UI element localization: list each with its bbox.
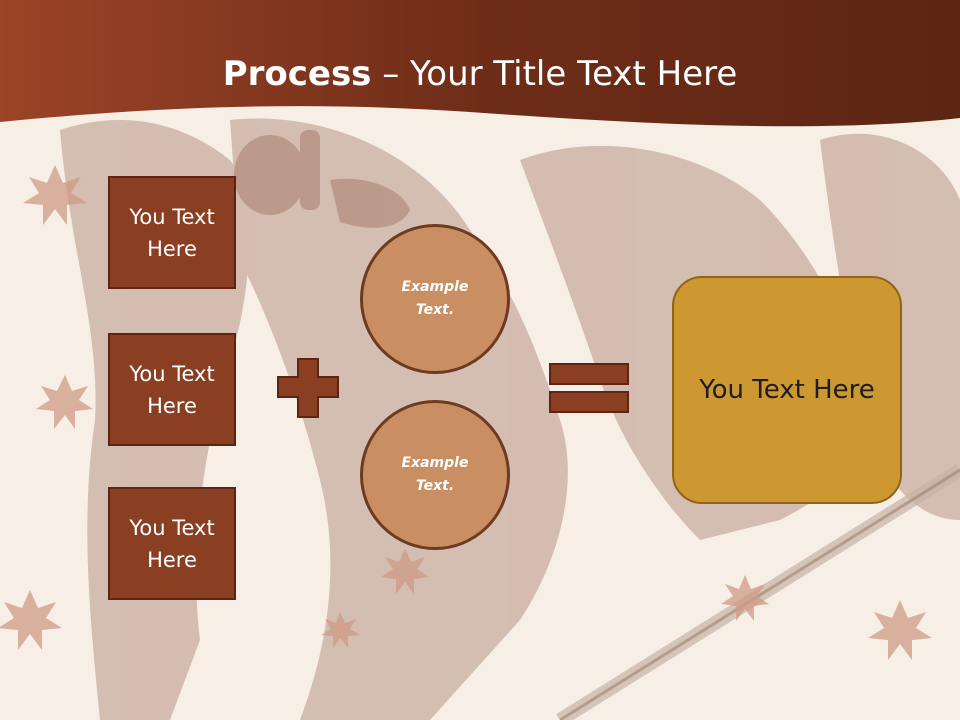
slide-title: Process – Your Title Text Here (0, 52, 960, 96)
example-circle-1: Example Text. (360, 224, 510, 374)
input-box-1: You Text Here (108, 176, 236, 289)
title-rest: – Your Title Text Here (371, 54, 738, 94)
input-box-3: You Text Here (108, 487, 236, 600)
result-box: You Text Here (672, 276, 902, 504)
title-bold: Process (222, 54, 372, 94)
plus-icon (277, 358, 339, 418)
input-box-2: You Text Here (108, 333, 236, 446)
equals-icon (549, 363, 629, 413)
header-band (0, 0, 960, 127)
example-circle-2: Example Text. (360, 400, 510, 550)
